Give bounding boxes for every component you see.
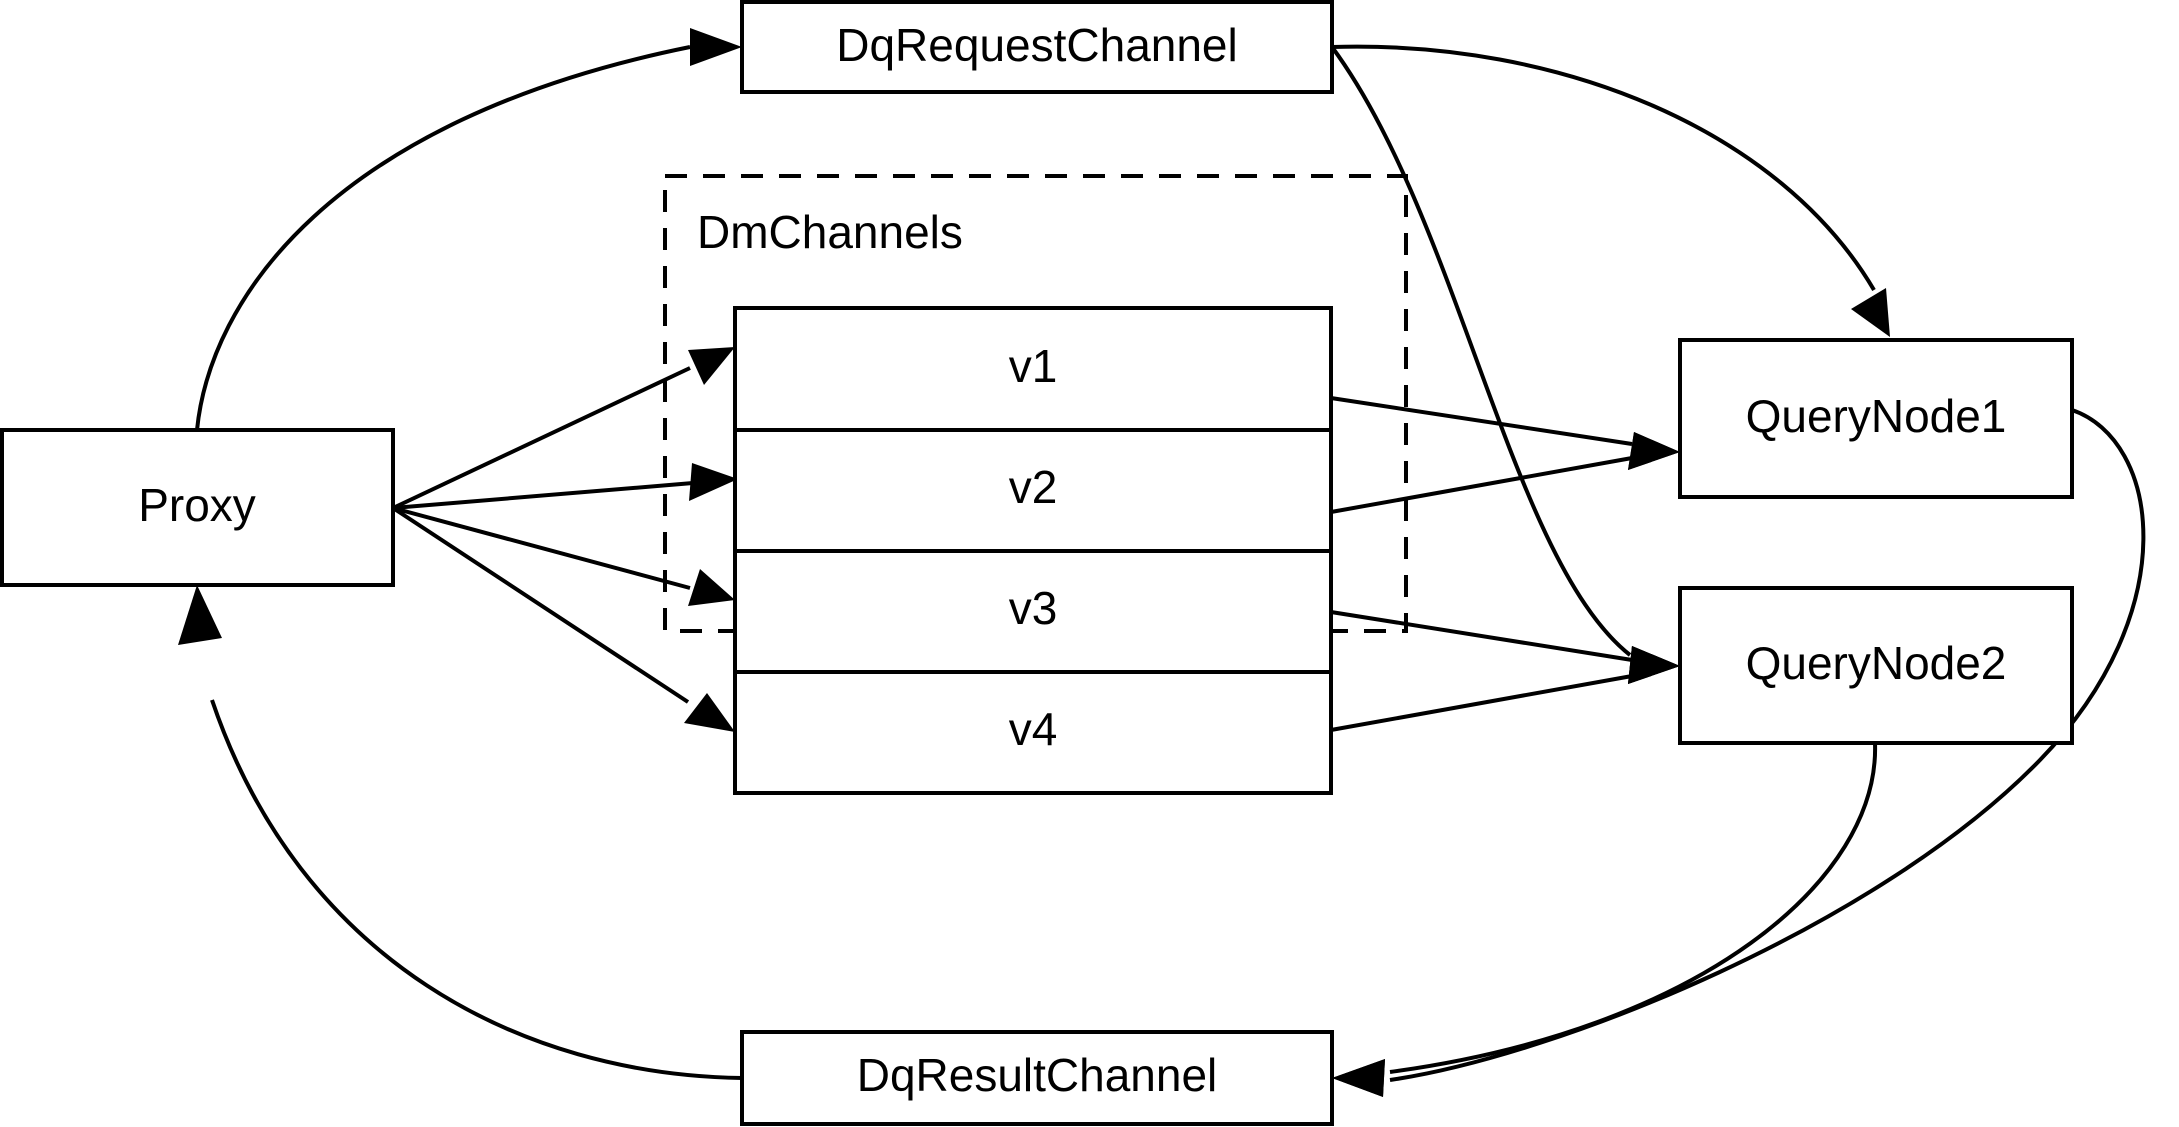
node-dq-result-channel[interactable]: DqResultChannel	[740, 1030, 1334, 1126]
node-query-node-1[interactable]: QueryNode1	[1678, 338, 2074, 499]
node-dq-result-channel-box[interactable]	[740, 1030, 1334, 1126]
edge-proxy-to-v4	[391, 506, 735, 732]
edge-proxy-to-v3	[392, 506, 735, 606]
edge-v2-to-querynode1	[1330, 432, 1680, 514]
node-proxy[interactable]: Proxy	[0, 428, 395, 587]
edge-dqrequestchannel-to-querynode1	[1331, 44, 1890, 337]
node-query-node-1-box[interactable]	[1678, 338, 2074, 499]
dmchannel-slot-v1[interactable]: v1	[1009, 340, 1058, 392]
edge-dqresultchannel-to-proxy	[178, 585, 743, 1080]
node-dq-request-channel-label: DqRequestChannel	[836, 19, 1238, 71]
dmchannel-slot-stack: v1 v2 v3 v4	[733, 306, 1333, 795]
dmchannel-slot-v3[interactable]: v3	[1009, 582, 1058, 634]
edge-v4-to-querynode2	[1330, 646, 1680, 732]
edge-proxy-to-v2	[392, 463, 738, 510]
arrowhead-icon	[1332, 1059, 1385, 1097]
arrowhead-icon	[690, 28, 742, 66]
edge-querynode1-to-dqresultchannel	[1332, 408, 2146, 1097]
arrowhead-icon	[688, 347, 735, 385]
node-query-node-1-label: QueryNode1	[1746, 390, 2007, 442]
node-dq-result-channel-label: DqResultChannel	[857, 1049, 1218, 1101]
node-dq-request-channel[interactable]: DqRequestChannel	[740, 0, 1334, 94]
node-query-node-2-label: QueryNode2	[1746, 637, 2007, 689]
arrowhead-icon	[1851, 288, 1890, 337]
dmchannel-slot-v2[interactable]: v2	[1009, 461, 1058, 513]
node-query-node-2[interactable]: QueryNode2	[1678, 586, 2074, 745]
node-dq-request-channel-box[interactable]	[740, 0, 1334, 94]
arrowhead-icon	[688, 569, 735, 606]
edge-querynode2-to-dqresultchannel	[1332, 742, 1878, 1097]
node-proxy-box[interactable]	[0, 428, 395, 587]
dmchannels-group-label: DmChannels	[697, 206, 963, 258]
arrowhead-icon	[1628, 432, 1680, 470]
arrowhead-icon	[684, 693, 735, 732]
arrowhead-icon	[689, 463, 738, 501]
dmchannel-slot-v4[interactable]: v4	[1009, 703, 1058, 755]
arrowhead-icon	[178, 585, 222, 645]
edge-proxy-to-dqrequestchannel	[195, 28, 742, 431]
edge-proxy-to-v1	[392, 347, 735, 510]
edge-v3-to-querynode2	[1330, 610, 1680, 684]
node-query-node-2-box[interactable]	[1678, 586, 2074, 745]
arrowhead-icon	[1628, 646, 1680, 684]
edge-dqrequestchannel-to-querynode2	[1330, 45, 1680, 684]
node-proxy-label: Proxy	[138, 479, 256, 531]
